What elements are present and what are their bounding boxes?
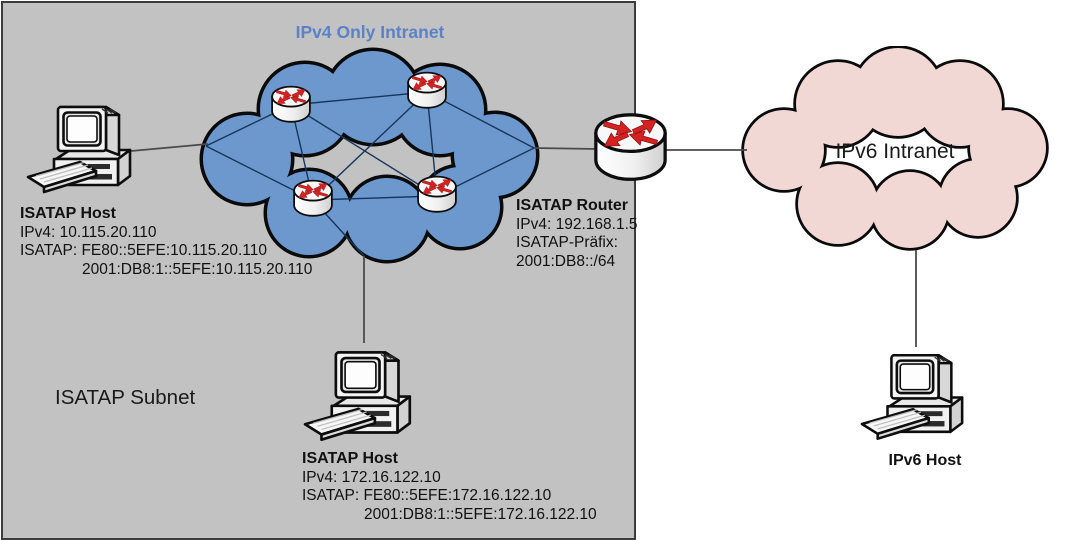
- host-detail: ISATAP: FE80::5EFE:172.16.122.10: [302, 487, 552, 504]
- isatap-subnet-label: ISATAP Subnet: [55, 386, 196, 409]
- isatap-router-label: ISATAP Router IPv4: 192.168.1.5 ISATAP-P…: [516, 197, 638, 271]
- isatap-router-icon: [592, 110, 669, 187]
- router-detail: 2001:DB8::/64: [516, 252, 616, 270]
- isatap-host-1-icon: [26, 95, 138, 201]
- router-detail: ISATAP-Präfix:: [516, 234, 618, 251]
- host-detail: IPv4: 10.115.20.110: [20, 223, 157, 241]
- ipv6-cloud-shape: [741, 46, 1049, 251]
- intranet-router-icon-2: [406, 71, 448, 111]
- host-name: ISATAP Host: [20, 205, 117, 222]
- isatap-host-2-icon: [303, 340, 418, 449]
- host-detail: 2001:DB8:1::5EFE:172.16.122.10: [364, 505, 597, 523]
- intranet-router-icon-4: [416, 175, 458, 215]
- isatap-host-1-label: ISATAP Host IPv4: 10.115.20.110 ISATAP: …: [20, 205, 312, 279]
- router-detail: IPv4: 192.168.1.5: [516, 215, 638, 233]
- intranet-router-icon-1: [270, 85, 312, 125]
- ipv6-cloud-title: IPv6 Intranet: [835, 140, 955, 163]
- host-detail: IPv4: 172.16.122.10: [302, 468, 441, 486]
- isatap-host-2-label: ISATAP Host IPv4: 172.16.122.10 ISATAP: …: [302, 450, 597, 524]
- ipv4-cloud-title: IPv4 Only Intranet: [295, 22, 445, 42]
- host-detail: ISATAP: FE80::5EFE:10.115.20.110: [20, 242, 267, 259]
- host-detail: 2001:DB8:1::5EFE:10.115.20.110: [82, 260, 313, 278]
- host-name: ISATAP Host: [302, 450, 399, 467]
- ipv6-host-icon: [860, 343, 970, 448]
- router-name: ISATAP Router: [516, 197, 629, 214]
- ipv6-host-label: IPv6 Host: [888, 452, 962, 469]
